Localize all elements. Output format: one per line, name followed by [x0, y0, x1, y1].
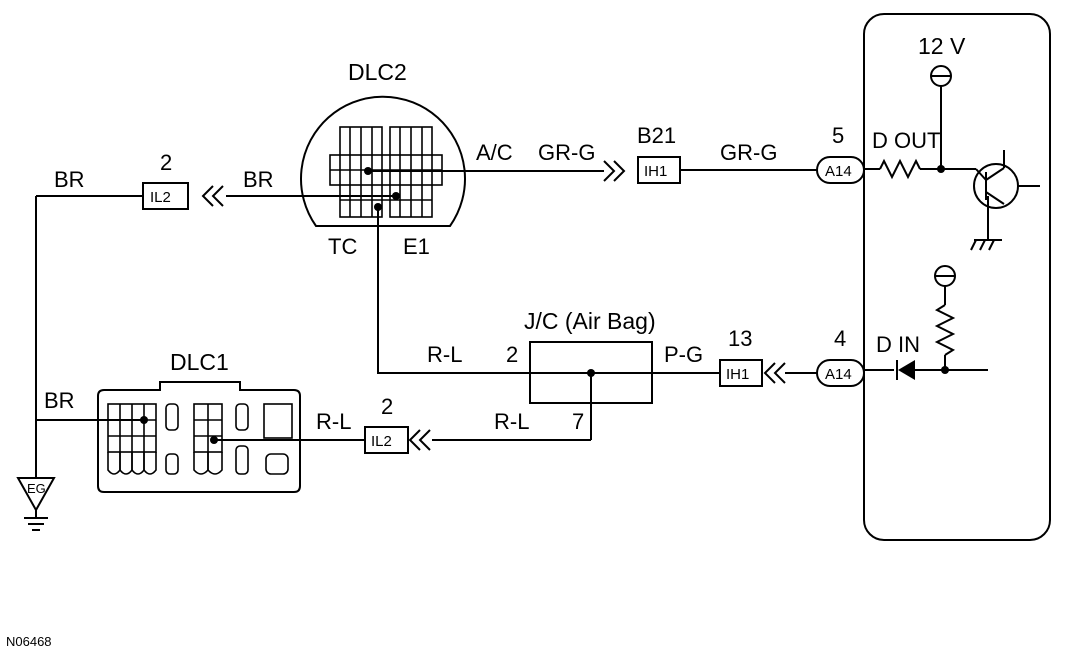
connector-il2-bottom: 2 IL2	[364, 394, 409, 454]
wire-label-pg: P-G	[664, 342, 703, 367]
svg-text:A14: A14	[825, 366, 852, 383]
svg-text:5: 5	[832, 123, 844, 148]
svg-text:4: 4	[834, 326, 846, 351]
dlc2-pin-tc-label: TC	[328, 234, 357, 259]
ground-label: EG	[27, 481, 46, 496]
connector-arrow-icon	[763, 362, 776, 384]
connector-a14-top: 5 A14	[816, 123, 865, 184]
svg-text:2: 2	[381, 394, 393, 419]
wire-label-rl-dlc1: R-L	[316, 409, 351, 434]
wire-rl-top	[377, 207, 530, 374]
wire-label-rl-bottom: R-L	[494, 409, 529, 434]
wire-label-br-dlc1: BR	[44, 388, 75, 413]
wire-label-br-mid: BR	[243, 167, 274, 192]
wire-label-grg-1: GR-G	[538, 140, 595, 165]
connector-arrow-icon	[408, 429, 421, 451]
connector-arrow-icon	[613, 160, 626, 182]
transistor-icon	[973, 150, 1040, 240]
connector-arrow-icon	[201, 185, 214, 207]
svg-text:B21: B21	[637, 123, 676, 148]
ecm-dout-label: D OUT	[872, 128, 940, 153]
ecm-din-label: D IN	[876, 332, 920, 357]
jc-pin-2-label: 2	[506, 342, 518, 367]
wire-label-rl-top: R-L	[427, 342, 462, 367]
dlc2-title: DLC2	[348, 59, 407, 85]
svg-text:IL2: IL2	[371, 433, 392, 450]
connector-arrow-icon	[418, 429, 431, 451]
dlc1-title: DLC1	[170, 349, 229, 375]
connector-arrow-icon	[211, 185, 224, 207]
svg-text:IL2: IL2	[150, 189, 171, 206]
ecm-supply-label: 12 V	[918, 33, 966, 59]
dlc2-connector: DLC2 A/C TC E1	[300, 59, 513, 259]
diode-icon	[864, 360, 988, 380]
connector-ih1-bottom: 13 IH1	[719, 326, 763, 387]
svg-text:IH1: IH1	[644, 163, 667, 180]
dlc1-connector: DLC1 BR	[44, 349, 301, 493]
wire-label-br-left: BR	[54, 167, 85, 192]
connector-il2-top: 2 IL2	[142, 150, 189, 210]
connector-arrow-icon	[603, 160, 616, 182]
svg-text:13: 13	[728, 326, 752, 351]
ecm-unit: 12 V D OUT	[863, 13, 1051, 541]
connector-ih1-top: B21 IH1	[637, 123, 681, 184]
jc-pin-7-label: 7	[572, 409, 584, 434]
jc-title: J/C (Air Bag)	[524, 308, 656, 334]
engine-ground-icon: EG	[16, 477, 56, 531]
junction-connector-airbag: J/C (Air Bag) 2 7	[506, 308, 656, 440]
svg-text:A14: A14	[825, 163, 852, 180]
connector-arrow-icon	[773, 362, 786, 384]
chassis-ground-icon	[970, 239, 1002, 251]
dlc2-pin-ac-label: A/C	[476, 140, 513, 165]
wire-label-grg-2: GR-G	[720, 140, 777, 165]
dlc2-pin-e1-label: E1	[403, 234, 430, 259]
connector-a14-bottom: 4 A14	[816, 326, 865, 387]
figure-id: N06468	[6, 634, 52, 649]
svg-text:2: 2	[160, 150, 172, 175]
svg-text:IH1: IH1	[726, 366, 749, 383]
